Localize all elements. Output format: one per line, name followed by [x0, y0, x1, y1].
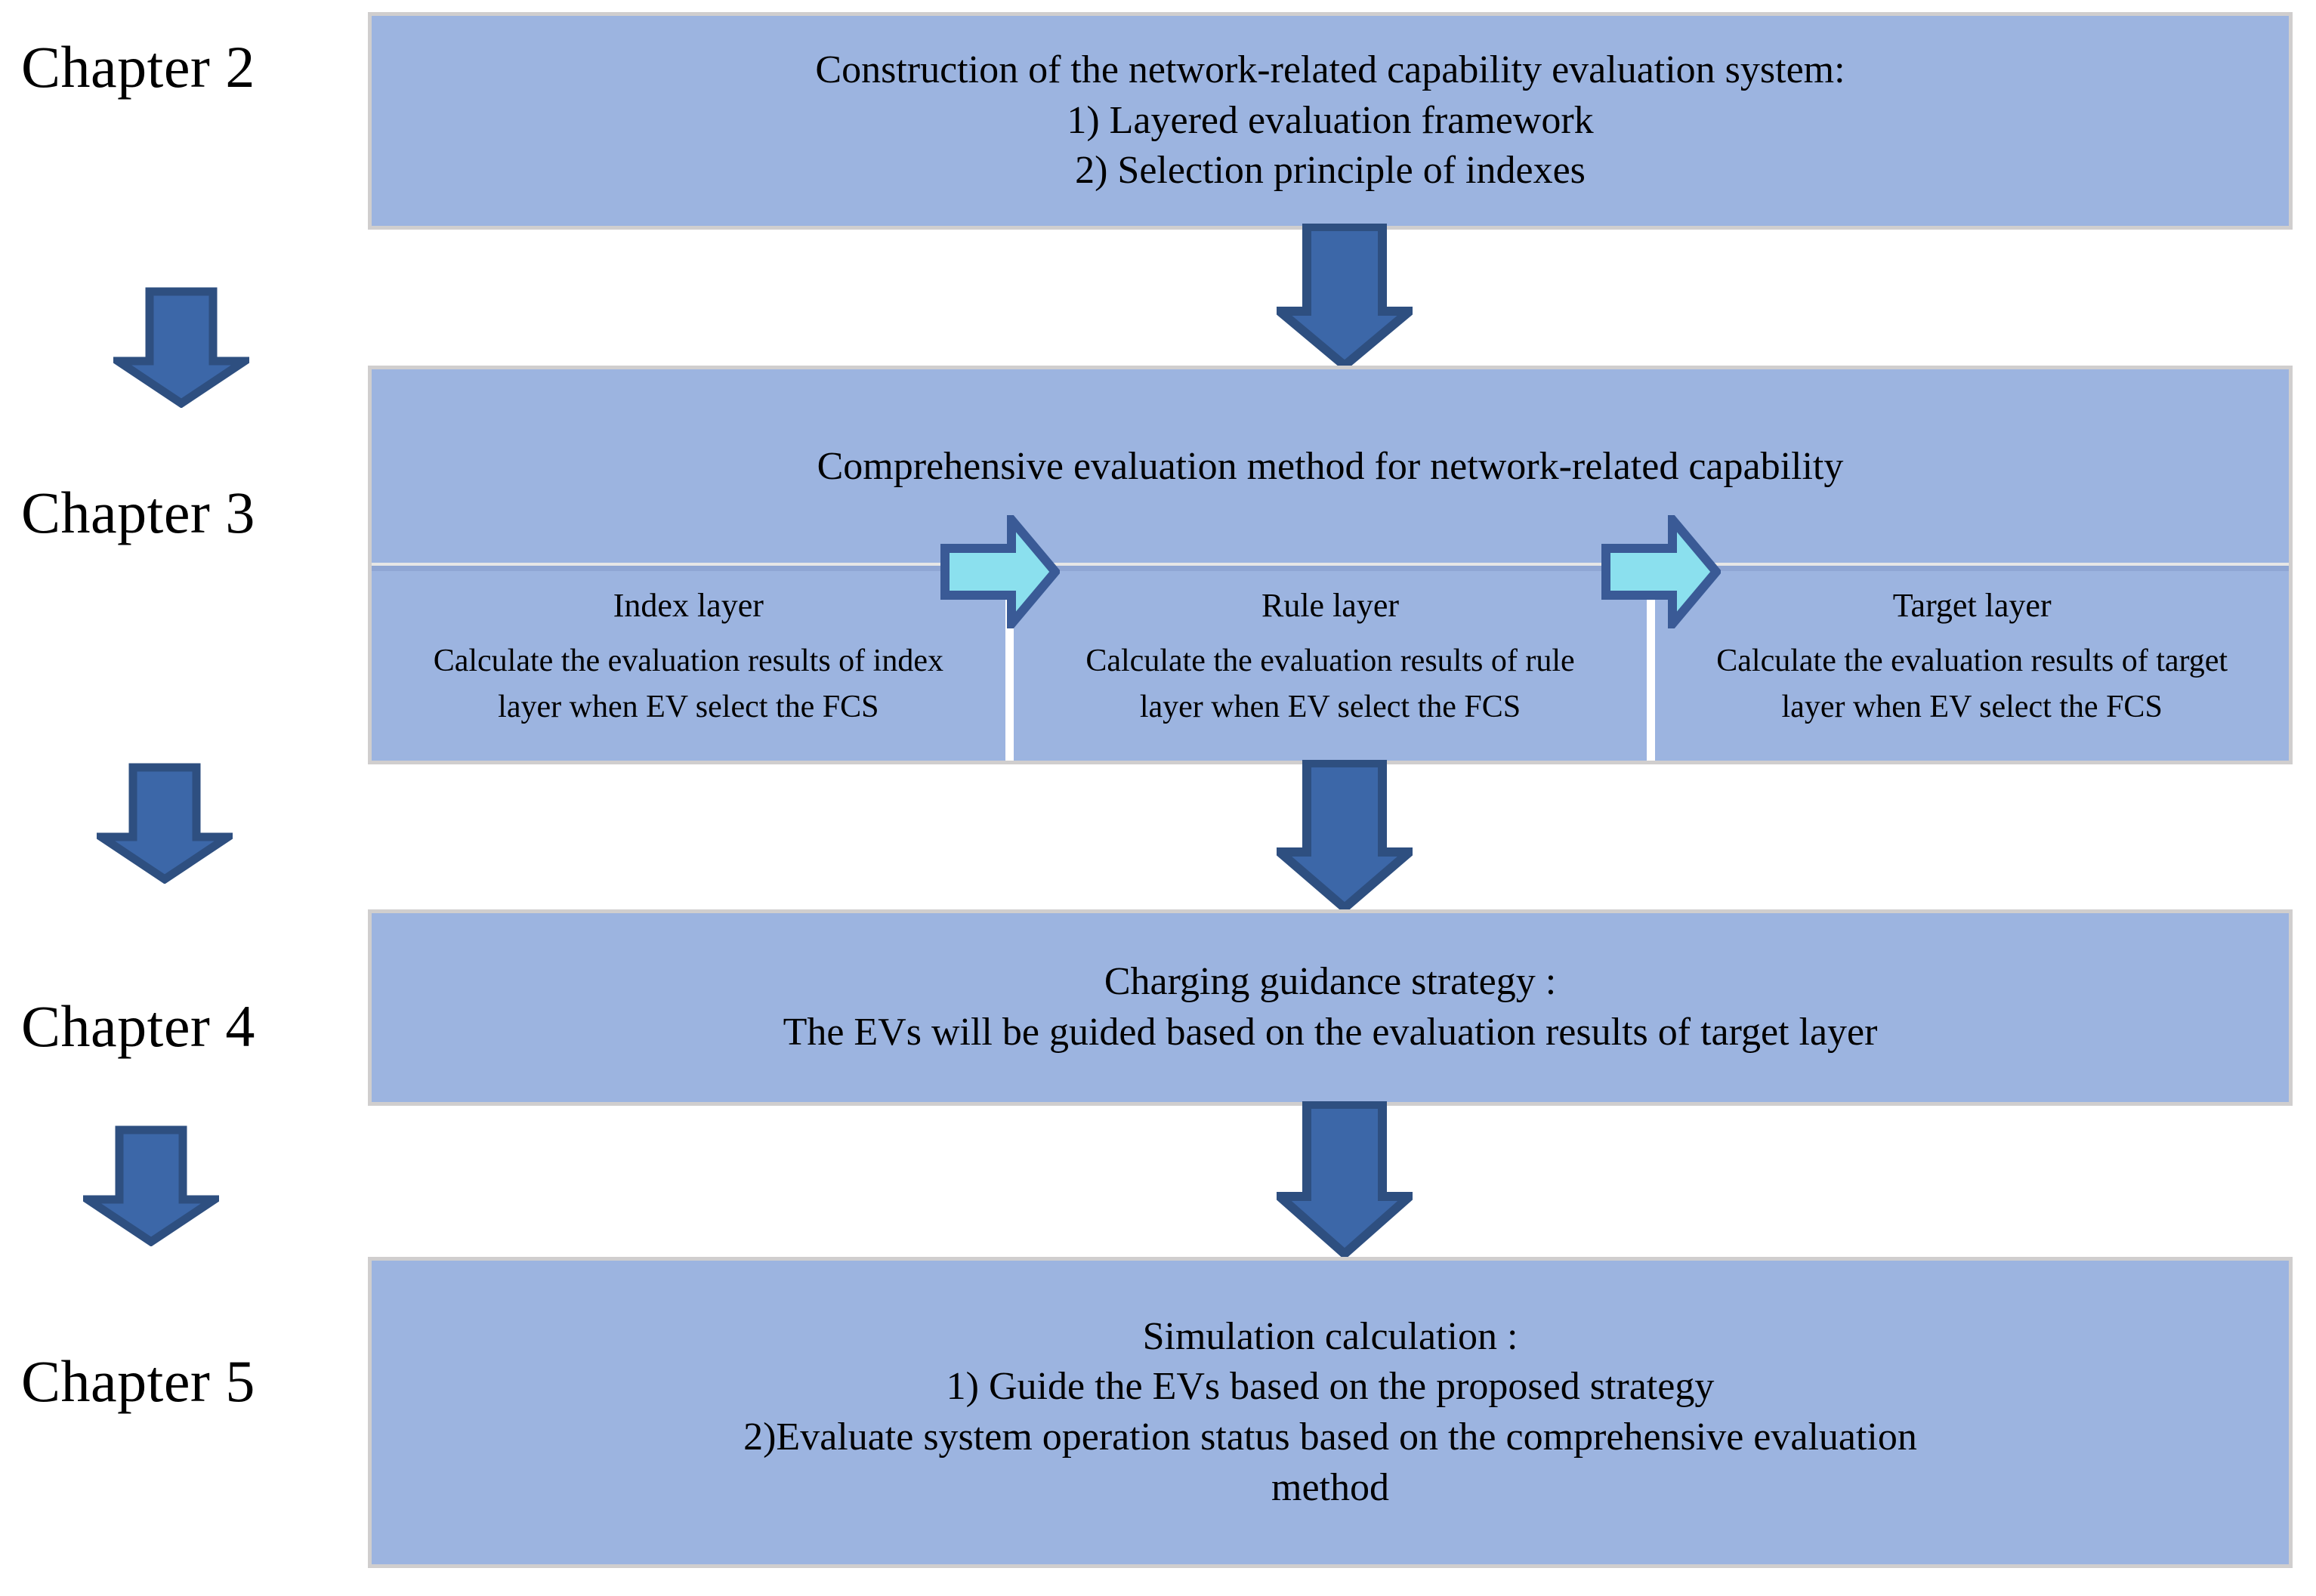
- flow-down-arrow-4-to-5: [1277, 1101, 1413, 1257]
- chapter3-layer-columns: Index layer Calculate the evaluation res…: [372, 568, 2289, 761]
- chapter3-horizontal-divider: [372, 563, 2289, 571]
- chapter-label-5: Chapter 5: [21, 1348, 255, 1414]
- chapter4-line-2: The EVs will be guided based on the eval…: [783, 1011, 1878, 1054]
- layer-right-arrow-index-to-rule: [940, 515, 1060, 628]
- chapter5-line-1: Simulation calculation :: [1142, 1314, 1518, 1358]
- layer-column-target: Target layer Calculate the evaluation re…: [1655, 568, 2289, 761]
- chapter5-line-2: 1) Guide the EVs based on the proposed s…: [946, 1365, 1715, 1409]
- chapter3-title: Comprehensive evaluation method for netw…: [817, 445, 1844, 488]
- layer-desc-index: Calculate the evaluation results of inde…: [433, 643, 943, 724]
- chapter2-line-2: 1) Layered evaluation framework: [1067, 98, 1594, 142]
- chapter2-box: Construction of the network-related capa…: [368, 12, 2293, 230]
- chapter-label-4: Chapter 4: [21, 993, 255, 1059]
- layer-column-rule: Rule layer Calculate the evaluation resu…: [1014, 568, 1647, 761]
- layer-divider-1: [1005, 568, 1014, 761]
- rail-down-arrow-4-to-5: [83, 1125, 219, 1246]
- layer-title-rule: Rule layer: [1261, 587, 1400, 624]
- chapter2-line-1: Construction of the network-related capa…: [815, 48, 1845, 92]
- chapter5-box: Simulation calculation : 1) Guide the EV…: [368, 1257, 2293, 1568]
- layer-divider-2: [1647, 568, 1656, 761]
- chapter2-line-3: 2) Selection principle of indexes: [1075, 149, 1586, 193]
- layer-column-index: Index layer Calculate the evaluation res…: [372, 568, 1005, 761]
- chapter3-box: Comprehensive evaluation method for netw…: [368, 366, 2293, 764]
- chapter5-line-4: method: [1271, 1465, 1389, 1509]
- layer-right-arrow-rule-to-target: [1601, 515, 1721, 628]
- flow-down-arrow-2-to-3: [1277, 224, 1413, 369]
- layer-title-index: Index layer: [613, 587, 764, 624]
- chapter-label-3: Chapter 3: [21, 480, 255, 545]
- chapter4-line-1: Charging guidance strategy :: [1104, 960, 1557, 1004]
- chapter-label-2: Chapter 2: [21, 34, 255, 100]
- rail-down-arrow-3-to-4: [97, 763, 233, 884]
- chapter4-box: Charging guidance strategy : The EVs wil…: [368, 909, 2293, 1106]
- layer-desc-target: Calculate the evaluation results of targ…: [1716, 643, 2228, 724]
- chapter5-line-3: 2)Evaluate system operation status based…: [743, 1415, 1917, 1459]
- layer-title-target: Target layer: [1892, 587, 2052, 624]
- flow-down-arrow-3-to-4: [1277, 760, 1413, 911]
- rail-down-arrow-2-to-3: [113, 287, 249, 408]
- layer-desc-rule: Calculate the evaluation results of rule…: [1085, 643, 1575, 724]
